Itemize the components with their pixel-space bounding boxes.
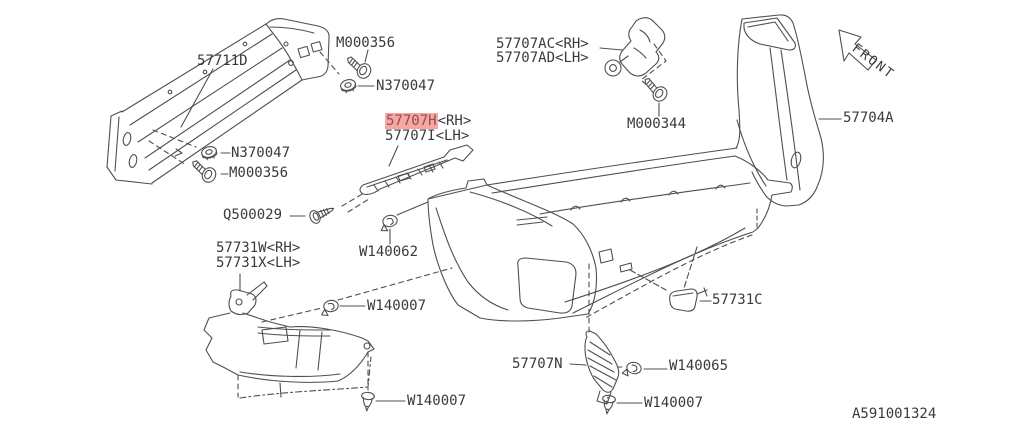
- part-label-q500029[interactable]: Q500029: [223, 207, 283, 223]
- part-label-57707i[interactable]: 57707I<LH>: [385, 129, 469, 144]
- part-label-w140007-a[interactable]: W140007: [367, 298, 427, 314]
- part-label-w140007-b[interactable]: W140007: [407, 393, 467, 409]
- highlighted-part-code: 57707H: [385, 113, 438, 129]
- part-label-m000344[interactable]: M000344: [627, 116, 687, 132]
- tow-hook-cover-drawing: [629, 246, 712, 312]
- part-label-57731w[interactable]: 57731W<RH>: [216, 241, 300, 256]
- front-arrow-icon: [838, 29, 877, 71]
- corner-bracket-drawing: [599, 17, 671, 117]
- part-label-w140062[interactable]: W140062: [359, 244, 419, 260]
- part-side: <LH>: [435, 128, 470, 144]
- part-code: 57707AC: [496, 36, 556, 52]
- part-side: <LH>: [266, 255, 301, 271]
- part-label-57731x[interactable]: 57731X<LH>: [216, 256, 300, 271]
- part-code: 57731W: [216, 240, 267, 256]
- part-label-57707h[interactable]: 57707H<RH>: [385, 113, 472, 129]
- part-side: <RH>: [266, 240, 301, 256]
- part-code: 57707AD: [496, 50, 556, 66]
- part-label-57707ad[interactable]: 57707AD<LH>: [496, 51, 589, 66]
- bumper-cover-drawing: [427, 147, 793, 322]
- part-label-57731c[interactable]: 57731C: [712, 292, 763, 308]
- quarter-panel-drawing: [735, 14, 842, 207]
- side-spacer-drawing: [341, 144, 474, 213]
- part-side: <LH>: [555, 50, 589, 66]
- clip-upper-drawing: [378, 201, 429, 245]
- beam-drawing: [106, 18, 330, 185]
- part-label-w140007-c[interactable]: W140007: [644, 395, 704, 411]
- part-side: <RH>: [437, 113, 472, 129]
- part-label-n370047-top[interactable]: N370047: [376, 78, 436, 94]
- part-label-n370047-mid[interactable]: N370047: [231, 145, 291, 161]
- part-label-57707ac[interactable]: 57707AC<RH>: [496, 37, 589, 52]
- lower-bracket-drawing: [569, 263, 668, 416]
- part-code: 57731X: [216, 255, 267, 271]
- screw-drawing: [289, 201, 337, 226]
- drawing-number: A591001324: [852, 406, 937, 422]
- part-label-57711d[interactable]: 57711D: [197, 53, 248, 69]
- part-label-57704a[interactable]: 57704A: [843, 110, 894, 126]
- part-side: <RH>: [555, 36, 589, 52]
- guard-clips-drawing: [319, 298, 406, 413]
- part-label-w140065[interactable]: W140065: [669, 358, 729, 374]
- part-label-57707n[interactable]: 57707N: [512, 356, 563, 372]
- mud-guard-drawing: [203, 267, 453, 399]
- part-code: 57707I: [385, 128, 436, 144]
- beam-fasteners: [148, 49, 375, 186]
- part-label-m000356-mid[interactable]: M000356: [229, 165, 289, 181]
- part-label-m000356-top[interactable]: M000356: [336, 35, 396, 51]
